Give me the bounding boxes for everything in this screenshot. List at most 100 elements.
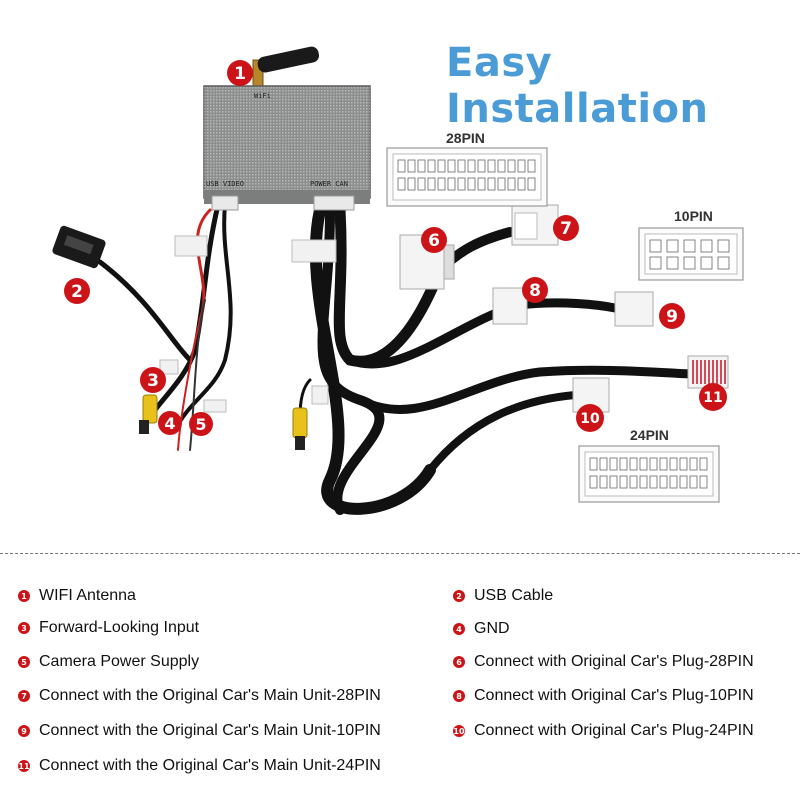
svg-text:5: 5 bbox=[195, 415, 206, 434]
pin-cavity bbox=[527, 159, 536, 173]
cable-tag bbox=[203, 399, 227, 413]
pin-cavity bbox=[497, 159, 506, 173]
pin-cavity bbox=[477, 159, 486, 173]
bullet-badge: 7 bbox=[18, 690, 30, 702]
pin24-label: 24PIN bbox=[630, 427, 669, 443]
bullet-badge: 11 bbox=[18, 760, 30, 772]
plug-7 bbox=[511, 204, 559, 246]
pin-cavity bbox=[689, 457, 698, 471]
bullet-badge: 6 bbox=[453, 656, 465, 668]
connector-face-10pin bbox=[638, 227, 744, 281]
pin-cavity bbox=[477, 177, 486, 191]
legend-text: USB Cable bbox=[474, 587, 554, 604]
pin-cavity bbox=[437, 159, 446, 173]
pin-cavity bbox=[467, 177, 476, 191]
bullet-badge: 10 bbox=[453, 725, 465, 737]
pin-cavity bbox=[683, 256, 696, 270]
cable-tag bbox=[311, 385, 329, 405]
legend-item-6: 6 Connect with Original Car's Plug-28PIN bbox=[453, 653, 754, 671]
pin-cavity bbox=[669, 457, 678, 471]
bullet-badge: 4 bbox=[453, 623, 465, 635]
svg-text:10: 10 bbox=[580, 411, 600, 427]
pin-cavity bbox=[589, 457, 598, 471]
svg-text:9: 9 bbox=[666, 307, 678, 327]
usb-video-label: USB VIDEO bbox=[206, 180, 244, 188]
pin-cavity bbox=[649, 457, 658, 471]
pin-cavity bbox=[679, 457, 688, 471]
pin-cavity bbox=[397, 159, 406, 173]
pin-cavity bbox=[609, 457, 618, 471]
plug-11 bbox=[687, 355, 729, 389]
badge-3: 3 bbox=[140, 367, 166, 393]
legend-text: Connect with Original Car's Plug-28PIN bbox=[474, 653, 754, 670]
badge-4: 4 bbox=[158, 411, 182, 435]
cable-tag bbox=[291, 239, 337, 263]
antenna bbox=[252, 46, 320, 89]
pin-cavity bbox=[497, 177, 506, 191]
legend-item-10: 10 Connect with Original Car's Plug-24PI… bbox=[453, 722, 754, 740]
pin-cavity bbox=[437, 177, 446, 191]
divider bbox=[0, 553, 800, 554]
pin-cavity bbox=[599, 475, 608, 489]
pin-cavity bbox=[689, 475, 698, 489]
legend-text: Connect with the Original Car's Main Uni… bbox=[39, 757, 381, 774]
pin-cavity bbox=[457, 159, 466, 173]
badge-2: 2 bbox=[64, 278, 90, 304]
cable-tag bbox=[174, 235, 208, 257]
pin-cavity bbox=[467, 159, 476, 173]
legend-text: Camera Power Supply bbox=[39, 653, 200, 670]
svg-text:7: 7 bbox=[560, 219, 572, 239]
pin-cavity bbox=[666, 256, 679, 270]
module-box: WiFi USB VIDEO POWER CAN bbox=[203, 85, 371, 211]
pin-cavity bbox=[507, 159, 516, 173]
power-can-label: POWER CAN bbox=[310, 180, 348, 188]
pin-cavity bbox=[659, 475, 668, 489]
bullet-badge: 5 bbox=[18, 656, 30, 668]
pin10-label: 10PIN bbox=[674, 208, 713, 224]
pin-cavity bbox=[649, 239, 662, 253]
pin-cavity bbox=[649, 475, 658, 489]
rca-connector-center bbox=[292, 407, 308, 450]
bullet-badge: 2 bbox=[453, 590, 465, 602]
pin-cavity bbox=[619, 475, 628, 489]
plug-8 bbox=[492, 287, 528, 325]
connector-face-28pin bbox=[386, 147, 548, 207]
pin-cavity bbox=[447, 177, 456, 191]
pin-cavity bbox=[699, 475, 708, 489]
pin-cavity bbox=[487, 159, 496, 173]
pin-cavity bbox=[447, 159, 456, 173]
wiring-diagram: WiFi USB VIDEO POWER CAN bbox=[52, 46, 744, 515]
legend-text: Connect with Original Car's Plug-10PIN bbox=[474, 687, 754, 704]
svg-text:1: 1 bbox=[234, 64, 246, 84]
badge-7: 7 bbox=[553, 215, 579, 241]
pin-cavity bbox=[717, 239, 730, 253]
svg-text:3: 3 bbox=[147, 371, 159, 391]
bullet-badge: 1 bbox=[18, 590, 30, 602]
pin-cavity bbox=[629, 475, 638, 489]
legend-text: Connect with the Original Car's Main Uni… bbox=[39, 722, 381, 739]
pin-cavity bbox=[417, 177, 426, 191]
pin-cavity bbox=[700, 256, 713, 270]
pin-cavity bbox=[639, 457, 648, 471]
pin-cavity bbox=[407, 177, 416, 191]
pin-cavity bbox=[407, 159, 416, 173]
legend-item-1: 1 WIFI Antenna bbox=[18, 587, 136, 605]
legend-item-3: 3 Forward-Looking Input bbox=[18, 619, 199, 637]
legend-text: GND bbox=[474, 620, 510, 637]
legend-text: Connect with the Original Car's Main Uni… bbox=[39, 687, 381, 704]
legend-item-9: 9 Connect with the Original Car's Main U… bbox=[18, 722, 381, 740]
legend-item-7: 7 Connect with the Original Car's Main U… bbox=[18, 687, 381, 705]
pin-cavity bbox=[649, 256, 662, 270]
pin28-label: 28PIN bbox=[446, 130, 485, 146]
pin-cavity bbox=[669, 475, 678, 489]
svg-text:2: 2 bbox=[71, 282, 83, 302]
pin-cavity bbox=[527, 177, 536, 191]
bullet-badge: 9 bbox=[18, 725, 30, 737]
svg-text:4: 4 bbox=[164, 414, 175, 433]
pin-cavity bbox=[427, 159, 436, 173]
pin-cavity bbox=[639, 475, 648, 489]
badge-9: 9 bbox=[659, 303, 685, 329]
bullet-badge: 8 bbox=[453, 690, 465, 702]
badge-1: 1 bbox=[227, 60, 253, 86]
legend-item-5: 5 Camera Power Supply bbox=[18, 653, 199, 671]
